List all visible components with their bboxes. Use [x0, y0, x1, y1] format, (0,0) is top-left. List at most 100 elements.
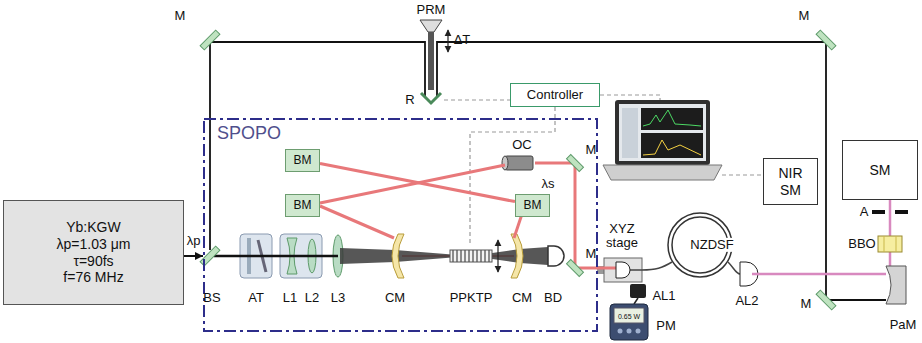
part-label: BS — [203, 291, 220, 305]
meter-reading: 0.65 W — [618, 312, 640, 319]
signal-beam — [535, 162, 572, 165]
part-label: NZDSF — [688, 238, 735, 252]
part-label: CM — [385, 291, 405, 305]
controller-box: Controller — [510, 83, 600, 107]
bbo-crystal — [884, 236, 885, 252]
signal-beam — [320, 206, 394, 238]
laptop — [622, 108, 638, 158]
laptop — [615, 100, 710, 165]
curved-mirror — [392, 234, 404, 278]
part-label: M — [586, 143, 597, 157]
fiber-coupling — [728, 262, 740, 274]
bbo-crystal — [878, 236, 902, 252]
part-label: ΔT — [454, 33, 471, 47]
aperture — [872, 210, 885, 214]
part-label: PRM — [417, 3, 446, 17]
curved-mirror — [392, 234, 523, 278]
crystal — [450, 250, 492, 262]
laptop — [641, 108, 703, 130]
bbo-crystal — [896, 236, 897, 252]
bbo-crystal — [878, 236, 902, 252]
signal-beam — [574, 166, 577, 266]
second-harmonic-beam — [889, 200, 892, 270]
aperture — [895, 210, 908, 214]
part-label: PPKTP — [450, 291, 493, 305]
fiber-coupling — [630, 262, 672, 270]
power-meter — [634, 298, 638, 304]
second-harmonic-beam — [752, 200, 890, 274]
part-label: XYZ stage — [606, 222, 638, 251]
crystal — [497, 240, 498, 272]
part-label: L1 — [283, 291, 297, 305]
output-coupler — [502, 156, 533, 170]
beam-dump — [548, 246, 564, 266]
mirror — [567, 260, 584, 277]
part-label: M — [799, 9, 810, 23]
node-text: SM — [870, 162, 891, 179]
part-label: AT — [248, 291, 264, 305]
laptop — [619, 104, 706, 161]
mirror-box: BM — [285, 149, 320, 172]
reference-beam — [210, 42, 886, 300]
fiber-lens — [616, 262, 630, 278]
power-meter — [610, 304, 648, 340]
mirror — [816, 30, 836, 50]
delay-stage — [428, 32, 434, 90]
node-text: BM — [524, 198, 542, 212]
node-text: SPOPO — [217, 123, 281, 144]
part-label: AL2 — [735, 294, 758, 308]
part-label: L2 — [305, 291, 319, 305]
region-outline — [204, 119, 597, 331]
mirror — [816, 290, 836, 310]
part-label: A — [860, 205, 869, 219]
mirror — [200, 30, 220, 50]
power-meter — [627, 329, 632, 334]
second-harmonic-beam — [752, 273, 886, 276]
laptop — [641, 133, 703, 158]
node-text: Controller — [527, 87, 583, 102]
laptop — [643, 140, 701, 155]
node-text: NIR SM — [778, 165, 802, 198]
node-text: Yb:KGW λp=1.03 μm τ=90fs f=76 MHz — [57, 219, 131, 285]
parabolic-mirror — [886, 266, 906, 304]
mirror-box: BM — [285, 194, 320, 217]
delay-stage — [420, 20, 448, 103]
control-wire — [600, 95, 660, 100]
laptop — [603, 165, 722, 180]
beam-label: λp — [185, 234, 203, 248]
aperture — [872, 210, 908, 214]
part-label: BBO — [848, 237, 875, 251]
output-coupler — [505, 156, 533, 170]
delay-stage — [447, 30, 448, 52]
mirror — [567, 155, 584, 172]
part-label: R — [405, 93, 414, 107]
curved-mirror — [511, 234, 523, 278]
delay-stage — [420, 20, 442, 32]
part-label: BD — [544, 291, 562, 305]
part-label: λs — [542, 177, 555, 191]
node-text: BM — [294, 153, 312, 167]
signal-beam — [320, 163, 616, 268]
control-wire — [722, 174, 763, 175]
part-label: M — [801, 297, 812, 311]
mirror-box: BM — [515, 194, 550, 217]
part-label: OC — [512, 138, 532, 152]
reference-beam — [210, 42, 425, 250]
control-wire — [444, 99, 510, 100]
mirror — [200, 30, 836, 310]
part-label: PM — [656, 319, 676, 333]
part-label: L3 — [331, 291, 345, 305]
delay-stage — [421, 93, 441, 103]
laser-box: Yb:KGW λp=1.03 μm τ=90fs f=76 MHz — [3, 200, 184, 305]
power-meter — [614, 308, 644, 323]
beam-dump — [548, 246, 564, 266]
spectrometer-box: NIR SM — [763, 158, 818, 205]
output-coupler — [502, 156, 508, 170]
node-text: BM — [294, 198, 312, 212]
crystal — [450, 240, 498, 272]
cavity-beam — [320, 163, 515, 201]
pump-beam — [214, 255, 338, 258]
signal-beam — [514, 214, 522, 238]
power-meter — [618, 329, 623, 334]
